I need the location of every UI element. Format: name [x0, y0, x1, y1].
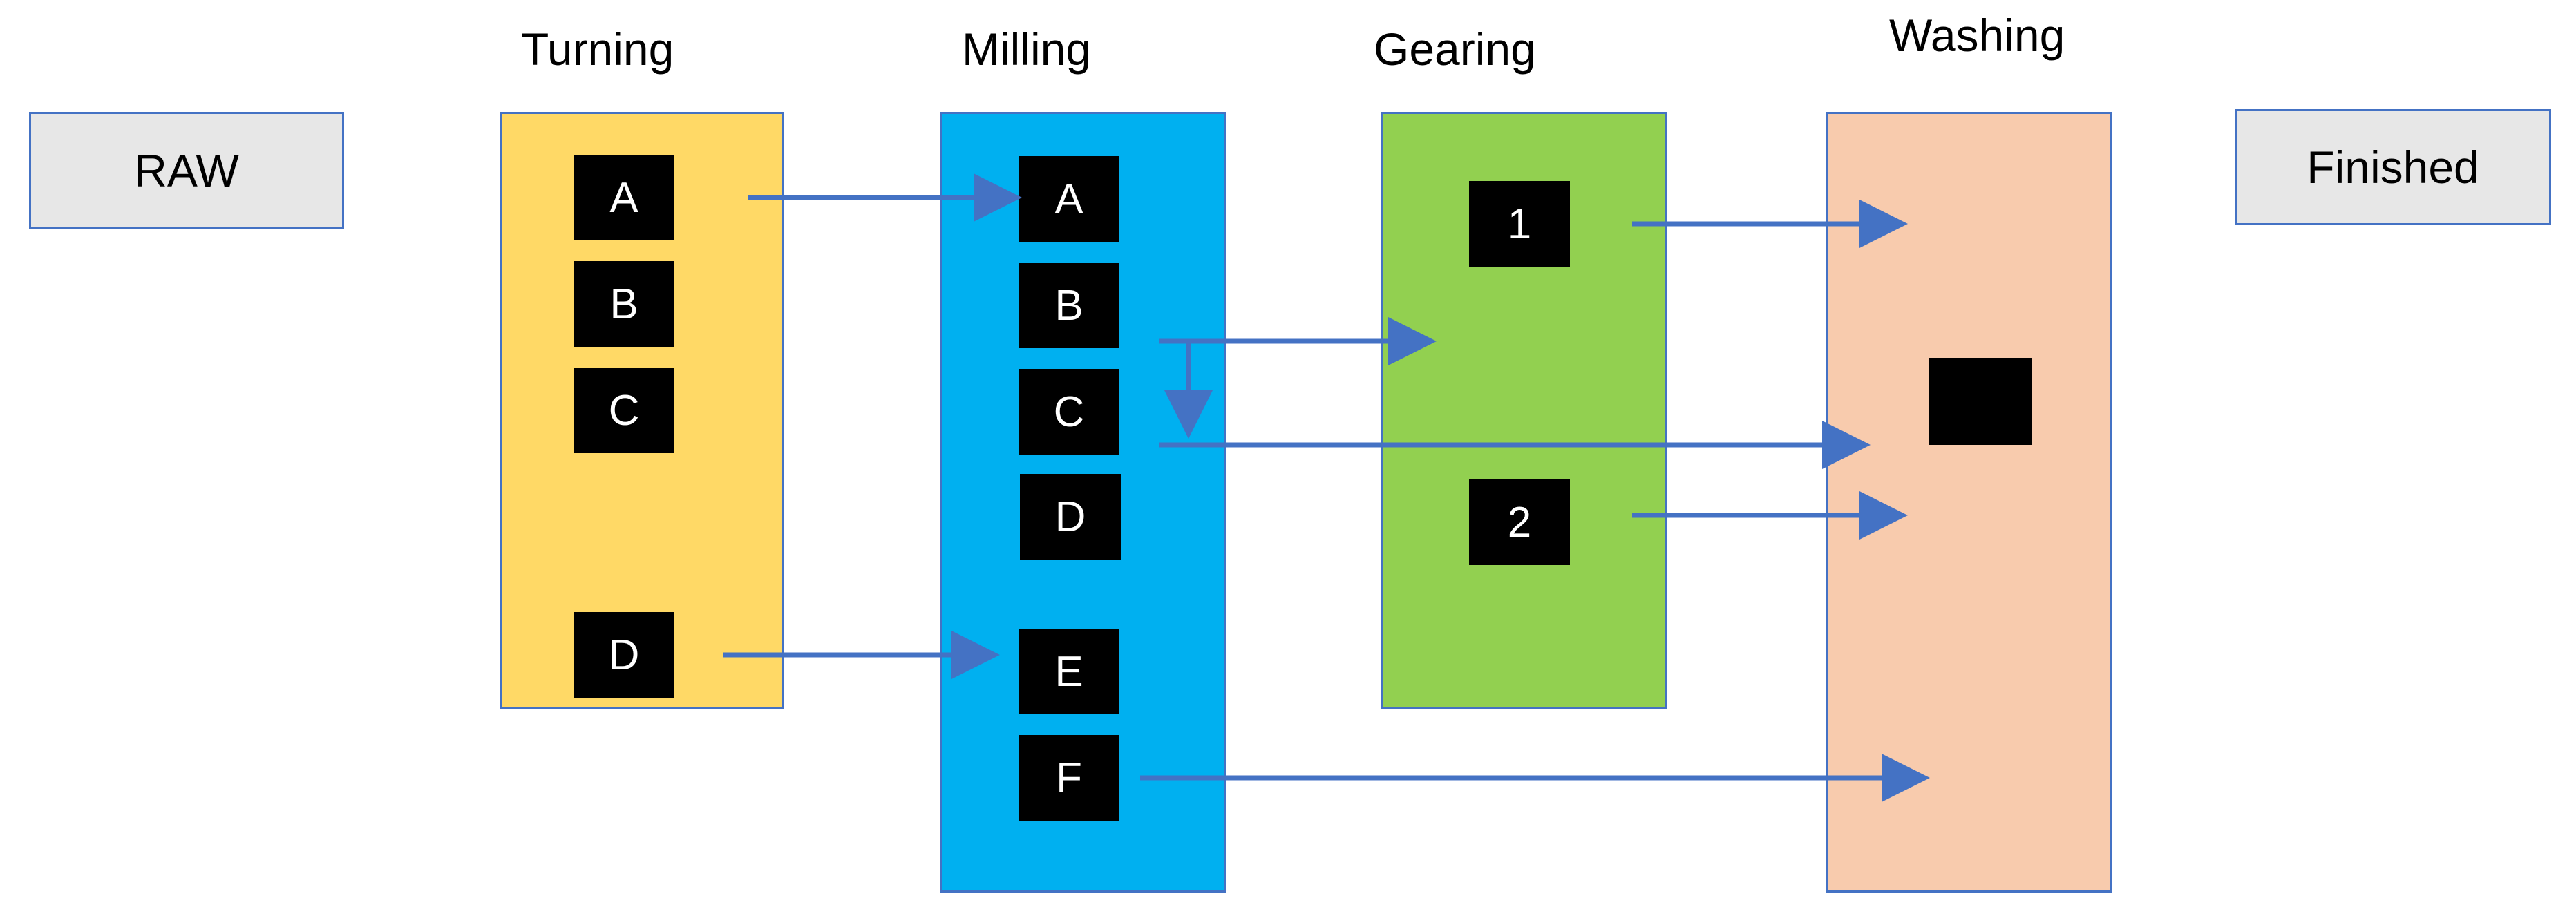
washing-part	[1929, 358, 2032, 445]
washing-lane	[1826, 112, 2112, 893]
milling-part-b: B	[1019, 263, 1119, 348]
turning-part-a: A	[574, 155, 674, 240]
turning-part-d: D	[574, 612, 674, 698]
stage-title-milling: Milling	[962, 23, 1092, 75]
gearing-part-2: 2	[1469, 479, 1570, 565]
finished-label: Finished	[2307, 142, 2479, 193]
milling-part-a: A	[1019, 156, 1119, 242]
stage-title-washing: Washing	[1889, 10, 2065, 61]
raw-label: RAW	[134, 145, 239, 196]
turning-part-c: C	[574, 368, 674, 453]
turning-part-b: B	[574, 261, 674, 347]
milling-part-e: E	[1019, 629, 1119, 714]
stage-title-turning: Turning	[521, 23, 674, 75]
milling-part-c: C	[1019, 369, 1119, 455]
gearing-part-1: 1	[1469, 181, 1570, 267]
milling-part-f: F	[1019, 735, 1119, 821]
stage-title-gearing: Gearing	[1374, 23, 1536, 75]
finished-box: Finished	[2235, 109, 2551, 225]
raw-box: RAW	[29, 112, 344, 229]
milling-part-d: D	[1020, 474, 1121, 560]
